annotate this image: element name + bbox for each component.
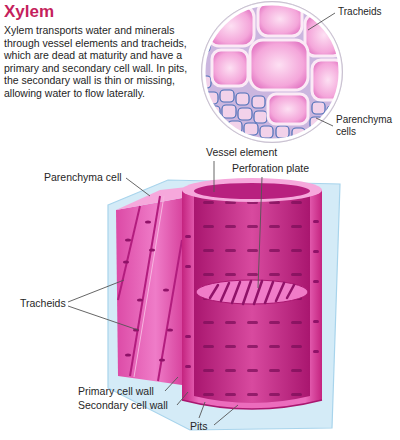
illustration-part bbox=[199, 402, 205, 418]
part-label: Pits bbox=[190, 420, 208, 432]
illustration-part bbox=[210, 281, 294, 304]
illustration-part bbox=[68, 280, 124, 302]
illustration-part bbox=[232, 282, 240, 303]
illustration-part bbox=[158, 240, 182, 381]
illustration-part bbox=[313, 220, 319, 223]
illustration-part bbox=[238, 108, 252, 120]
vessel-element bbox=[182, 178, 322, 409]
illustration-part bbox=[214, 405, 238, 425]
illustration-part bbox=[276, 126, 289, 138]
illustration-part bbox=[118, 206, 140, 300]
illustration-part bbox=[312, 102, 325, 114]
illustration-part bbox=[185, 365, 191, 368]
illustration-part bbox=[250, 40, 308, 90]
illustration-part bbox=[221, 283, 229, 301]
illustration-part bbox=[126, 178, 150, 196]
illustration-part bbox=[212, 121, 226, 133]
part-label: Parenchyma cell bbox=[44, 171, 122, 183]
illustration-part bbox=[201, 1, 343, 143]
illustration-part bbox=[313, 250, 319, 253]
illustration-part bbox=[200, 0, 346, 149]
illustration-part bbox=[145, 220, 151, 223]
illustration-part bbox=[252, 96, 265, 108]
illustration-part bbox=[165, 377, 178, 391]
illustration-part bbox=[182, 190, 322, 409]
illustration-part bbox=[194, 183, 310, 199]
illustration-part bbox=[116, 198, 182, 385]
illustration-part bbox=[123, 220, 173, 361]
part-label: Perforation plate bbox=[232, 162, 309, 174]
illustration-part bbox=[313, 320, 319, 323]
illustration-part bbox=[258, 177, 262, 288]
illustration-part bbox=[137, 298, 143, 301]
illustration-part bbox=[208, 6, 254, 46]
illustration-part bbox=[200, 0, 346, 146]
illustration-part bbox=[68, 306, 138, 330]
illustration-part bbox=[204, 4, 340, 140]
illustration-part bbox=[163, 288, 169, 291]
illustration-part bbox=[244, 123, 258, 135]
part-label: Tracheids bbox=[20, 297, 66, 309]
part-label: Vessel element bbox=[206, 146, 277, 158]
diagram-title: Xylem bbox=[4, 2, 54, 22]
illustration-part bbox=[210, 285, 218, 298]
illustration-part bbox=[185, 335, 191, 338]
illustration-part bbox=[243, 281, 251, 304]
illustration-part bbox=[220, 90, 234, 102]
illustration-part bbox=[313, 350, 319, 353]
illustration-part bbox=[276, 283, 284, 301]
illustration-part bbox=[202, 2, 343, 143]
illustration-part bbox=[212, 50, 248, 86]
illustration-part bbox=[260, 126, 273, 138]
illustration-part bbox=[125, 353, 131, 356]
illustration-part bbox=[159, 358, 165, 361]
illustration-part bbox=[236, 93, 249, 105]
illustration-part bbox=[316, 118, 333, 126]
illustration-part bbox=[222, 105, 236, 118]
illustration-part bbox=[196, 280, 308, 304]
illustration-part bbox=[222, 135, 236, 147]
illustration-part bbox=[185, 235, 191, 238]
illustration-part bbox=[185, 220, 319, 368]
part-label: Tracheids bbox=[338, 6, 382, 18]
illustration-part bbox=[182, 178, 322, 202]
illustration-part bbox=[194, 192, 310, 403]
illustration-part bbox=[254, 111, 267, 123]
illustration-part bbox=[214, 161, 215, 192]
illustration-part bbox=[313, 280, 319, 283]
description-text: Xylem transports water and minerals thro… bbox=[4, 24, 196, 99]
illustration-part bbox=[265, 282, 273, 303]
illustration-part bbox=[123, 260, 129, 263]
illustration-part bbox=[308, 132, 321, 143]
illustration-part bbox=[268, 94, 308, 124]
part-label: Parenchyma cells bbox=[336, 114, 396, 137]
illustration-part bbox=[287, 285, 294, 298]
illustration-part bbox=[194, 192, 310, 403]
illustration-part bbox=[125, 238, 131, 241]
illustration-part bbox=[308, 13, 335, 30]
illustration-part bbox=[130, 196, 160, 376]
part-label: Secondary cell wall bbox=[78, 399, 168, 411]
part-label: Primary cell wall bbox=[78, 385, 154, 397]
illustration-part bbox=[167, 328, 173, 331]
illustration-part bbox=[185, 265, 191, 268]
illustration-part bbox=[134, 196, 164, 377]
illustration-part bbox=[149, 248, 155, 251]
illustration-part bbox=[177, 392, 188, 405]
micrograph bbox=[200, 0, 346, 149]
